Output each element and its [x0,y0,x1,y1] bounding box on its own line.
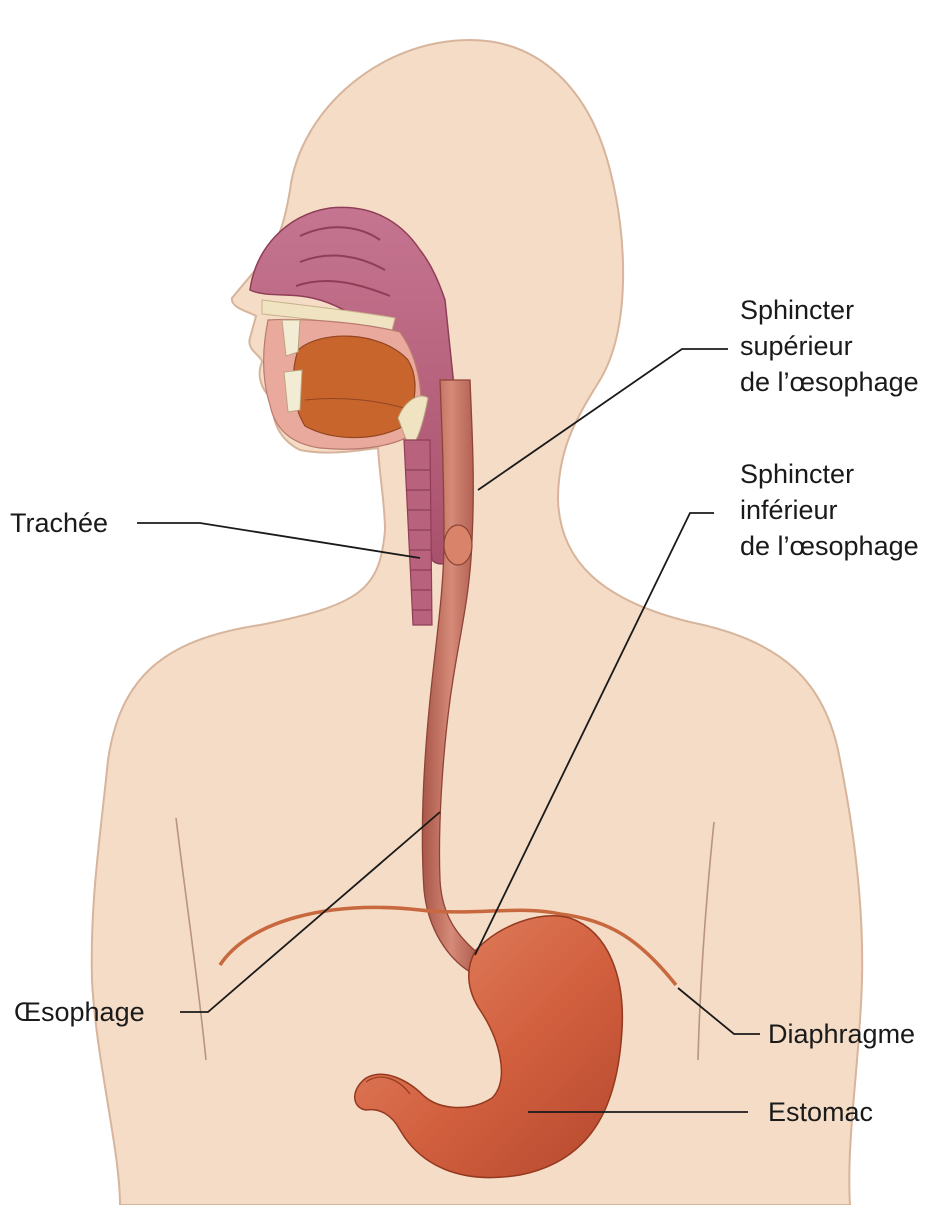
label-upper-sphincter-line1: Sphincter [740,295,854,325]
label-lower-sphincter-line1: Sphincter [740,459,854,489]
label-esophagus: Œsophage [14,997,145,1027]
label-upper-sphincter: Sphincter supérieur de l’œsophage [740,295,919,397]
label-lower-sphincter: Sphincter inférieur de l’œsophage [740,459,919,561]
label-lower-sphincter-line2: inférieur [740,495,838,525]
label-lower-sphincter-line3: de l’œsophage [740,531,919,561]
tongue [293,336,415,437]
label-diaphragm: Diaphragme [768,1019,915,1049]
label-upper-sphincter-line3: de l’œsophage [740,367,919,397]
label-upper-sphincter-line2: supérieur [740,331,853,361]
label-trachea: Trachée [10,508,108,538]
upper-sphincter-mark [444,525,472,565]
body-silhouette [92,40,862,1205]
label-stomach: Estomac [768,1097,873,1127]
leader-trachea [137,523,420,558]
